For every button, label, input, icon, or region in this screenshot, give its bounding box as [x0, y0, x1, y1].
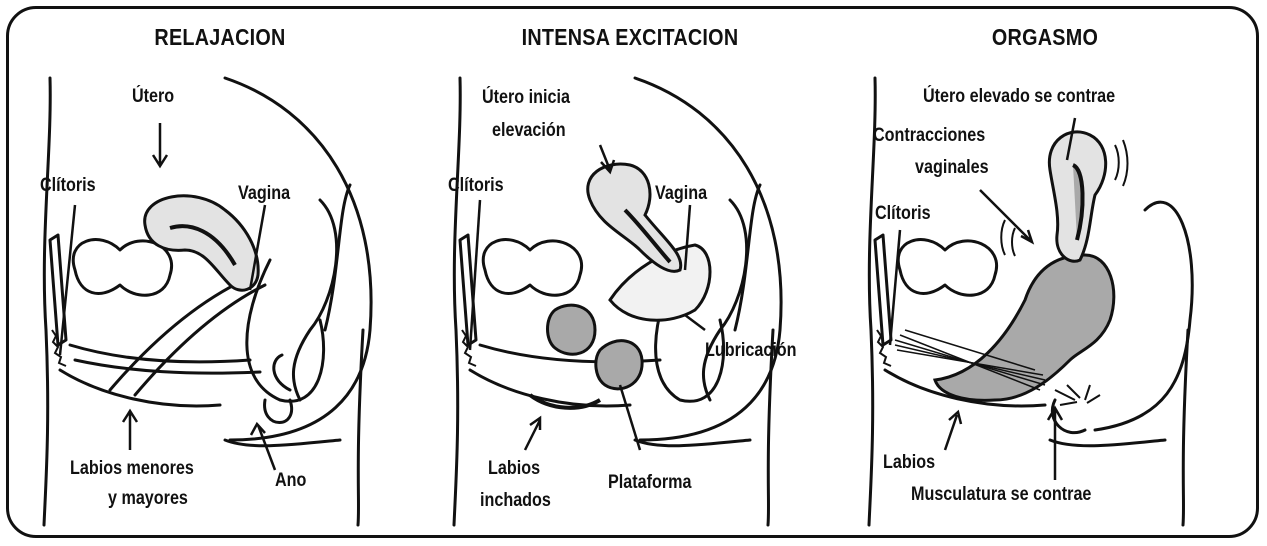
anus-loop — [265, 400, 292, 423]
body-outline — [44, 78, 50, 525]
label-musculatura: Musculatura se contrae — [911, 484, 1091, 506]
label-clitoris: Clítoris — [448, 175, 504, 197]
utero-arrow — [153, 123, 167, 166]
label-utero-1: Útero inicia — [482, 87, 570, 109]
label-utero-2: elevación — [492, 120, 566, 142]
label-lubricacion: Lubricación — [705, 340, 797, 362]
rectum — [247, 260, 324, 401]
label-contracciones-1: Contracciones — [873, 125, 985, 147]
label-clitoris: Clítoris — [40, 175, 96, 197]
panel-intensa-excitacion: INTENSA EXCITACION — [430, 0, 830, 546]
label-labios: Labios — [883, 452, 935, 474]
bladder — [73, 240, 171, 296]
uterus — [145, 196, 258, 290]
panel-relajacion: RELAJACION — [20, 0, 420, 546]
label-utero: Útero elevado se contrae — [923, 86, 1115, 108]
label-clitoris: Clítoris — [875, 203, 931, 225]
labios-arrow — [123, 411, 137, 450]
label-plataforma: Plataforma — [608, 472, 691, 494]
label-labios-1: Labios — [488, 458, 540, 480]
label-labios-2: y mayores — [108, 488, 188, 510]
engorged-tissue-1 — [548, 305, 596, 354]
label-labios-1: Labios menores — [70, 458, 194, 480]
panel-orgasmo: ORGASMO — [845, 0, 1245, 546]
label-vagina: Vagina — [238, 183, 290, 205]
label-contracciones-2: vaginales — [915, 157, 989, 179]
plataforma-orgasmica — [596, 341, 642, 389]
label-utero: Útero — [132, 86, 174, 108]
label-vagina: Vagina — [655, 183, 707, 205]
label-ano: Ano — [275, 470, 306, 492]
label-labios-2: inchados — [480, 490, 551, 512]
